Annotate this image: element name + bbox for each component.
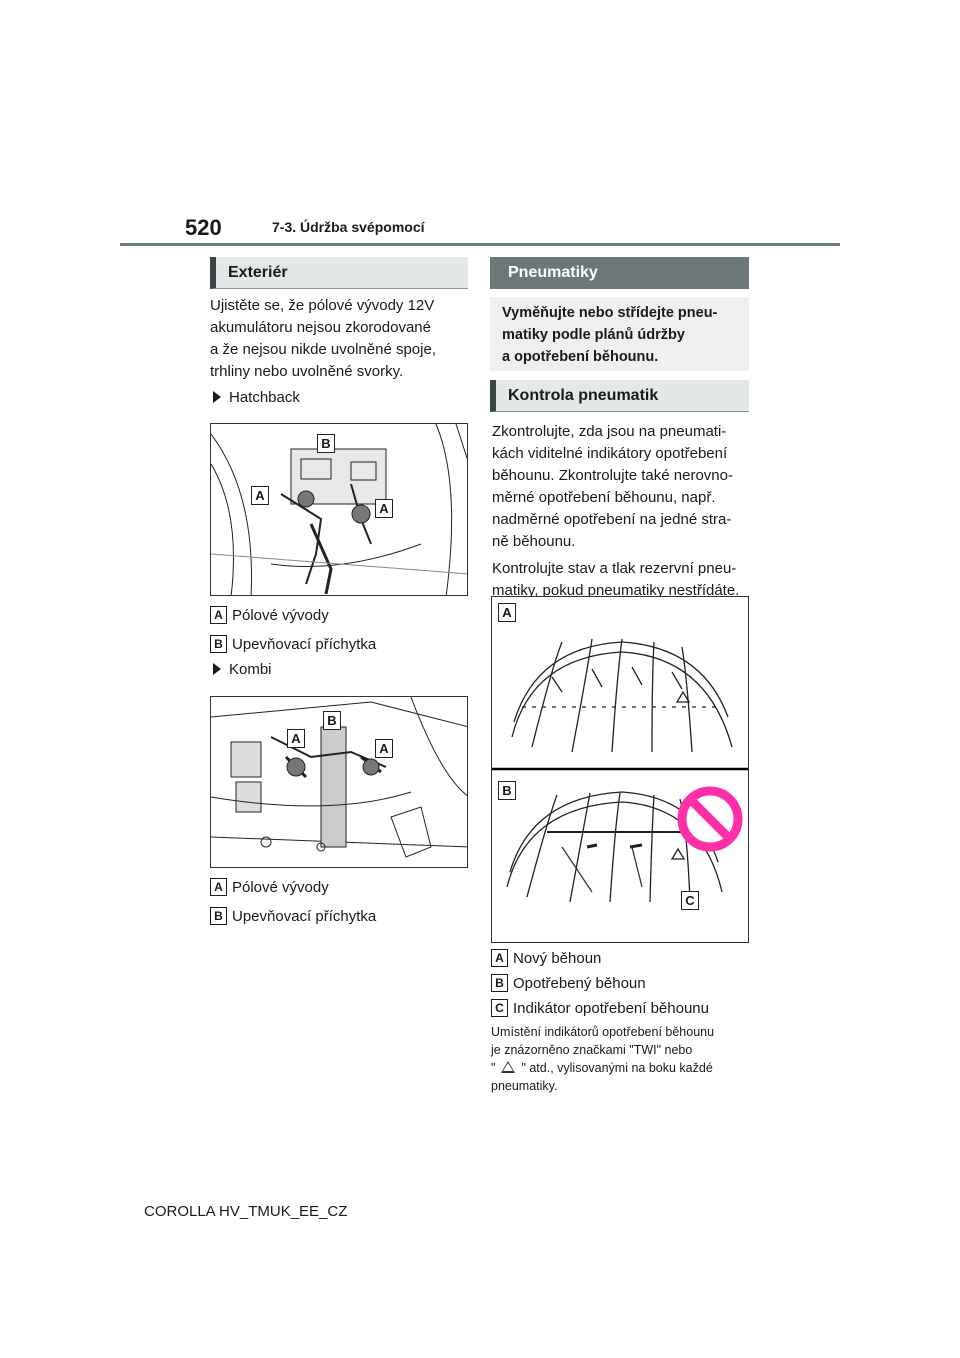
paragraph-line: matiky, pokud pneumatiky nestřídáte. <box>492 582 740 599</box>
intro-line: trhliny nebo uvolněné svorky. <box>210 363 404 380</box>
twi-note: Umístění indikátorů opotřebení běhounu j… <box>491 1023 753 1095</box>
bullet-triangle-icon <box>213 663 221 675</box>
exterior-heading: Exteriér <box>210 257 468 289</box>
paragraph-line: měrné opotřebení běhounu, např. <box>492 489 716 506</box>
note-line: Umístění indikátorů opotřebení běhounu <box>491 1025 715 1039</box>
kombi-illustration <box>211 697 467 858</box>
kombi-title: Kombi <box>213 659 272 681</box>
hatchback-legend: A Pólové vývody B Upevňovací příchytka <box>210 605 376 656</box>
legend-key: B <box>210 907 227 925</box>
figure-label-b: B <box>323 711 341 730</box>
legend-item: A Pólové vývody <box>210 605 376 627</box>
paragraph-line: kách viditelné indikátory opotřebení <box>492 445 728 462</box>
bullet-triangle-icon <box>213 391 221 403</box>
legend-key: A <box>210 606 227 624</box>
tires-heading: Pneumatiky <box>490 257 749 289</box>
legend-text: Upevňovací příchytka <box>232 908 377 925</box>
legend-item: A Nový běhoun <box>491 948 709 970</box>
legend-item: A Pólové vývody <box>210 877 376 899</box>
section-title: 7-3. Údržba svépomocí <box>272 219 425 235</box>
tire-check-heading: Kontrola pneumatik <box>490 380 749 412</box>
figure-label-a: A <box>375 739 393 758</box>
legend-item: C Indikátor opotřebení běhounu <box>491 998 709 1020</box>
legend-text: Opotřebený běhoun <box>513 975 646 992</box>
legend-item: B Opotřebený běhoun <box>491 973 709 995</box>
highlight-line: Vyměňujte nebo střídejte pneu- <box>502 305 718 321</box>
note-line: je znázorněno značkami "TWI" nebo <box>491 1043 693 1057</box>
tire-check-paragraph: Zkontrolujte, zda jsou na pneumati- kách… <box>492 421 754 553</box>
legend-key: B <box>210 635 227 653</box>
hatchback-label: Hatchback <box>229 389 300 406</box>
hatchback-illustration <box>211 424 467 595</box>
paragraph-line: Zkontrolujte, zda jsou na pneumati- <box>492 423 727 440</box>
legend-text: Pólové vývody <box>232 879 329 896</box>
paragraph-line: běhounu. Zkontrolujte také nerovno- <box>492 467 733 484</box>
hatchback-title: Hatchback <box>213 387 300 409</box>
legend-item: B Upevňovací příchytka <box>210 906 376 928</box>
intro-line: akumulátoru nejsou zkorodované <box>210 319 431 336</box>
highlight-line: matiky podle plánů údržby <box>502 327 685 343</box>
kombi-legend: A Pólové vývody B Upevňovací příchytka <box>210 877 376 928</box>
figure-label-b: B <box>317 434 335 453</box>
figure-label-a: A <box>375 499 393 518</box>
paragraph-line: nadměrné opotřebení na jedné stra- <box>492 511 732 528</box>
legend-key: C <box>491 999 508 1017</box>
legend-item: B Upevňovací příchytka <box>210 634 376 656</box>
kombi-battery-figure: B A A <box>210 696 468 868</box>
legend-key: A <box>491 949 508 967</box>
legend-text: Pólové vývody <box>232 607 329 624</box>
legend-key: A <box>210 878 227 896</box>
legend-text: Indikátor opotřebení běhounu <box>513 1000 709 1017</box>
paragraph-line: ně běhounu. <box>492 533 576 550</box>
note-line: pneumatiky. <box>491 1079 558 1093</box>
spare-tire-paragraph: Kontrolujte stav a tlak rezervní pneu- m… <box>492 558 754 602</box>
tires-highlight-box: Vyměňujte nebo střídejte pneu- matiky po… <box>490 297 749 371</box>
tire-tread-figure: A B C <box>491 596 749 943</box>
figure-label-b: B <box>498 781 516 800</box>
tire-legend: A Nový běhoun B Opotřebený běhoun C Indikát… <box>491 948 709 1020</box>
figure-label-a: A <box>287 729 305 748</box>
figure-label-a: A <box>251 486 269 505</box>
tire-illustration <box>492 638 748 903</box>
hatchback-battery-figure: B A A <box>210 423 468 596</box>
legend-key: B <box>491 974 508 992</box>
kombi-label: Kombi <box>229 661 272 678</box>
intro-line: a že nejsou nikde uvolněné spoje, <box>210 341 436 358</box>
legend-text: Upevňovací příchytka <box>232 636 377 653</box>
triangle-mark-icon <box>501 1061 516 1073</box>
exterior-intro: Ujistěte se, že pólové vývody 12V akumul… <box>210 295 470 383</box>
paragraph-line: Kontrolujte stav a tlak rezervní pneu- <box>492 560 737 577</box>
page-number: 520 <box>185 215 222 240</box>
highlight-line: a opotřebení běhounu. <box>502 349 659 365</box>
figure-label-a: A <box>498 603 516 622</box>
legend-text: Nový běhoun <box>513 950 602 967</box>
note-line: "" atd., vylisovanými na boku každé <box>491 1061 713 1075</box>
footer-model-code: COROLLA HV_TMUK_EE_CZ <box>144 1203 348 1220</box>
header-rule <box>120 243 840 246</box>
intro-line: Ujistěte se, že pólové vývody 12V <box>210 297 435 314</box>
figure-label-c: C <box>681 891 699 910</box>
